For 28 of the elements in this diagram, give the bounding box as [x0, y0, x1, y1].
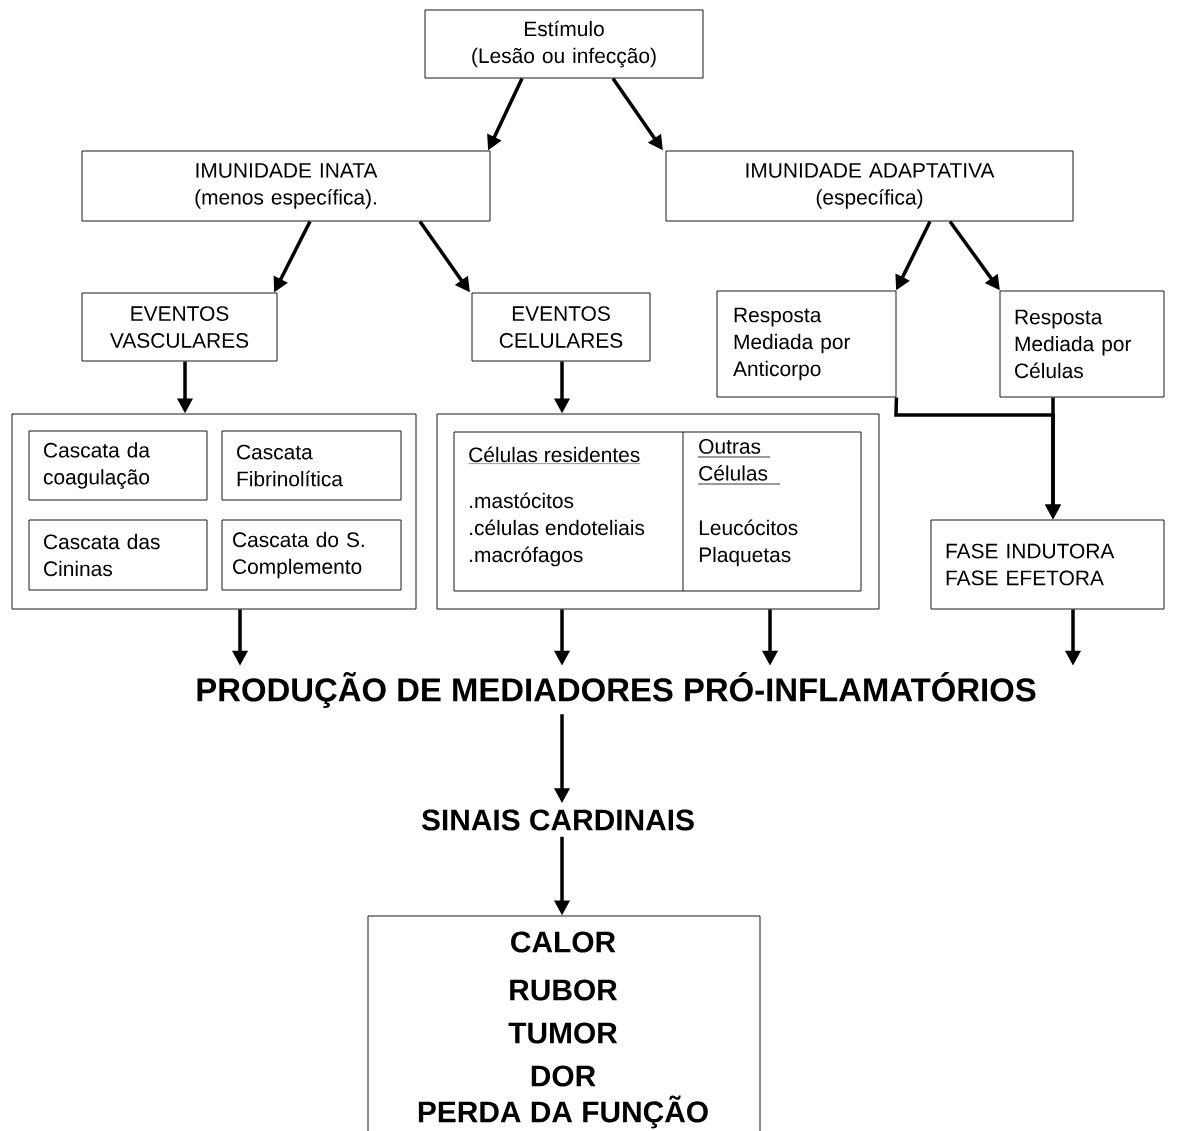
group-box: [436, 413, 880, 610]
process-box: Estímulo (Lesão ou infecção): [424, 9, 704, 79]
process-box: IMUNIDADE INATA (menos específica).: [81, 150, 491, 222]
process-box: Cascata das Cininas: [28, 519, 208, 591]
column-heading: Outras Células: [697, 439, 781, 485]
heading-text: SINAIS CARDINAIS: [421, 809, 694, 831]
list-item: .macrófagos: [470, 546, 583, 567]
process-box: IMUNIDADE ADAPTATIVA (específica): [665, 150, 1074, 222]
process-box: Cascata da coagulação: [28, 430, 208, 501]
list-item: RUBOR: [510, 979, 618, 1001]
list-item: Plaquetas: [699, 546, 791, 567]
group-box: [11, 413, 417, 610]
process-box: Resposta Mediada por Células: [999, 290, 1165, 398]
process-box: Resposta Mediada por Anticorpo: [716, 290, 897, 398]
list-item: PERDA DA FUNÇÃO: [418, 1095, 708, 1129]
process-box: Cascata do S. Complemento: [221, 519, 402, 591]
list-item: DOR: [531, 1065, 596, 1087]
process-box: EVENTOS VASCULARES: [81, 292, 278, 362]
list-item: .células endoteliais: [470, 519, 645, 536]
list-item: CALOR: [511, 931, 616, 953]
process-box: FASE INDUTORA FASE EFETORA: [930, 519, 1165, 610]
list-item: .mastócitos: [470, 492, 574, 509]
list-item: Leucócitos: [699, 519, 798, 536]
process-box: Cascata Fibrinolítica: [221, 430, 402, 501]
list-item: TUMOR: [508, 1022, 618, 1044]
heading-text: PRODUÇÃO DE MEDIADORES PRÓ-INFLAMATÓRIOS: [197, 671, 1036, 709]
column-heading: Células residentes: [468, 446, 641, 464]
process-box: EVENTOS CELULARES: [471, 292, 651, 362]
